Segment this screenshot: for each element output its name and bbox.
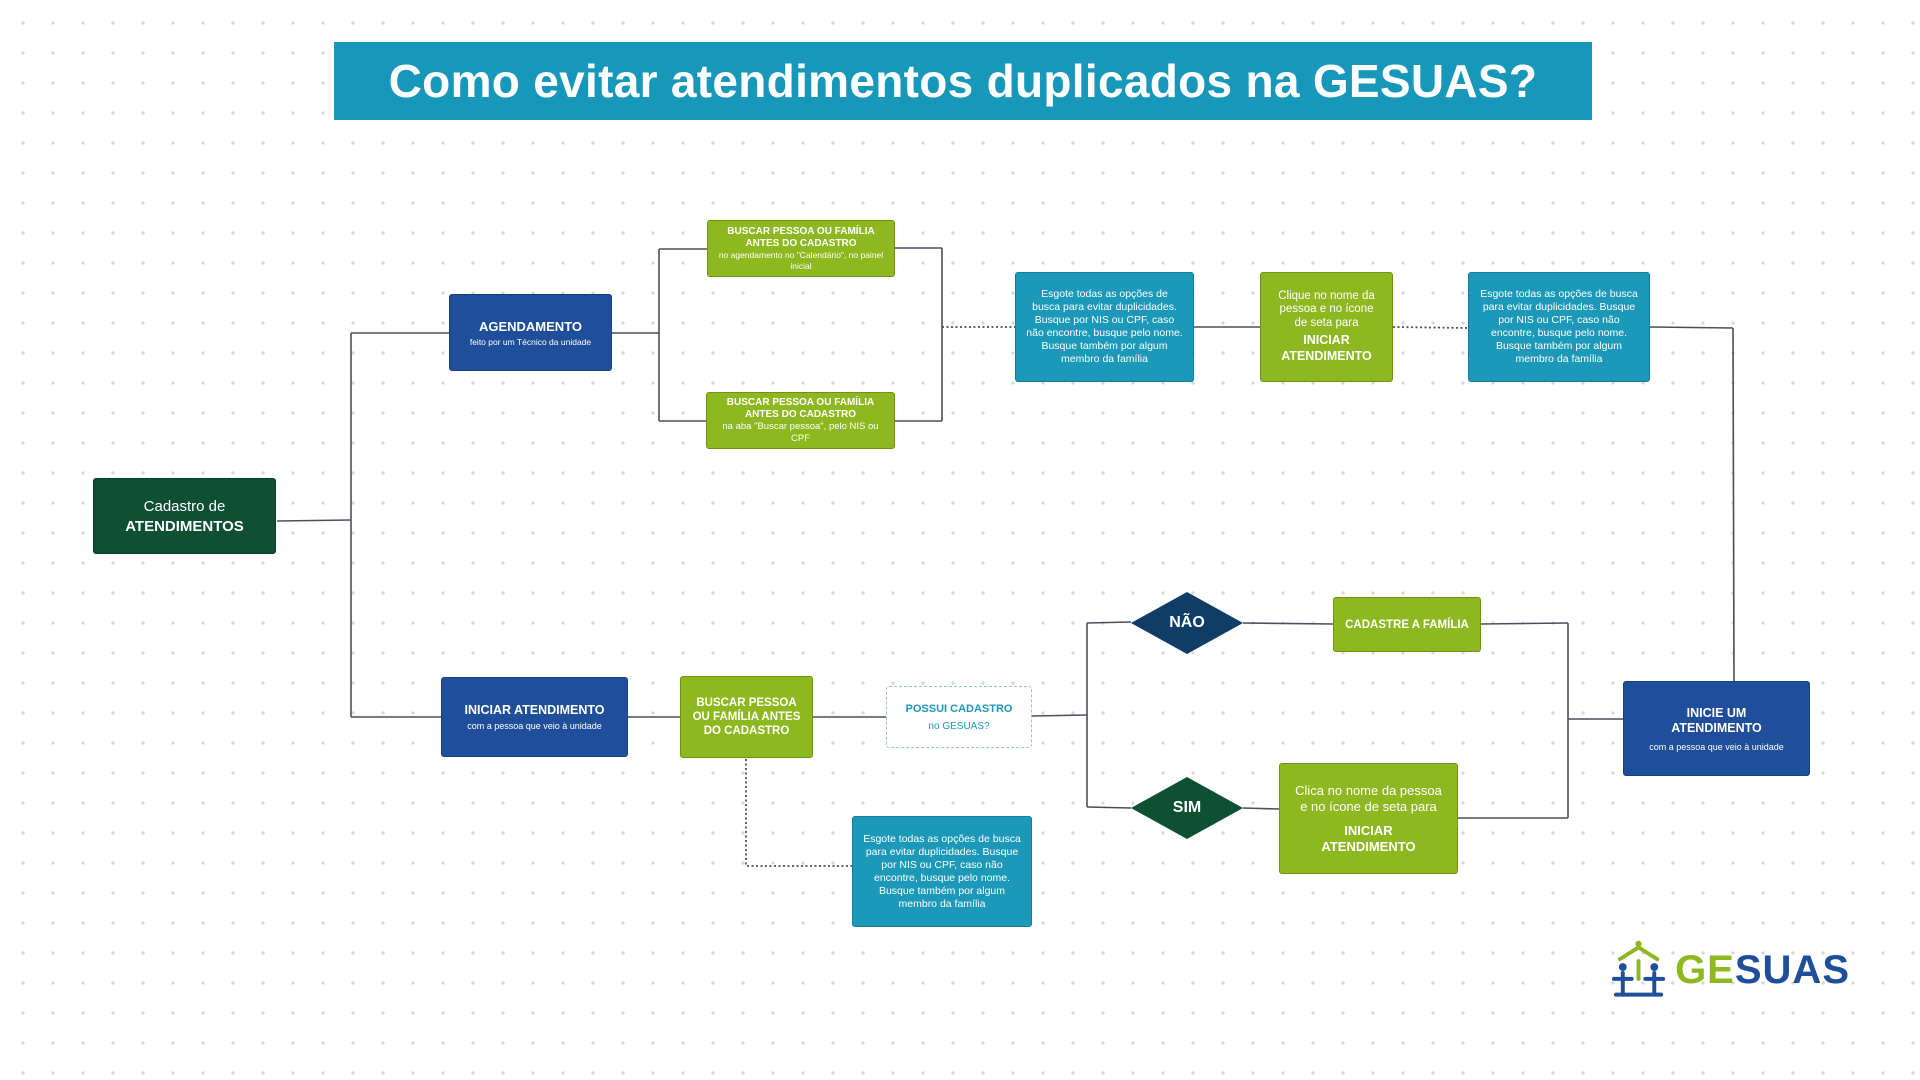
connector-right-vertical	[1732, 327, 1735, 682]
node-esgote-top2: Esgote todas as opções de busca para evi…	[1468, 272, 1650, 382]
buscar-calendario-title: BUSCAR PESSOA OU FAMÍLIA ANTES DO CADAST…	[727, 225, 875, 249]
cadastro-line1: Cadastro de	[143, 497, 226, 515]
node-buscar-aba: BUSCAR PESSOA OU FAMÍLIA ANTES DO CADAST…	[706, 392, 895, 449]
connector-to-sim	[1086, 806, 1132, 809]
node-cadastre-familia: CADASTRE A FAMÍLIA	[1333, 597, 1481, 652]
possui-cadastro-line2: no GESUAS?	[928, 720, 990, 732]
esgote-top2-text: Esgote todas as opções de busca para evi…	[1480, 288, 1638, 365]
decision-sim-label: SIM	[1172, 799, 1202, 816]
gesuas-logo: GESUAS	[1610, 938, 1850, 1002]
possui-cadastro-line1: POSSUI CADASTRO	[905, 702, 1013, 715]
connector-possui-out	[1031, 714, 1088, 717]
node-cadastro-atendimentos: Cadastro de ATENDIMENTOS	[93, 478, 276, 554]
inicie-um-subtitle: com a pessoa que veio à unidade	[1649, 741, 1784, 752]
connector-nao-to-cadastre	[1242, 622, 1334, 625]
connector-esgote-top2-out	[1649, 326, 1734, 329]
title-banner: Como evitar atendimentos duplicados na G…	[334, 42, 1592, 120]
connector-dotted-to-esgote-bottom	[745, 759, 852, 867]
esgote-top1-text: Esgote todas as opções de busca para evi…	[1026, 288, 1183, 365]
connector-cadastro-trunk	[276, 519, 352, 522]
clica-nome-text: Clica no nome da pessoa e no ícone de se…	[1295, 782, 1442, 814]
cadastro-line2: ATENDIMENTOS	[125, 517, 244, 535]
node-buscar-bottom: BUSCAR PESSOA OU FAMÍLIA ANTES DO CADAST…	[680, 676, 813, 758]
node-iniciar-atendimento: INICIAR ATENDIMENTO com a pessoa que vei…	[441, 677, 628, 757]
decision-diamond-sim	[1131, 777, 1243, 839]
connector-cadastre-out	[1480, 622, 1569, 625]
decision-diamond-nao	[1131, 592, 1243, 654]
node-buscar-calendario: BUSCAR PESSOA OU FAMÍLIA ANTES DO CADAST…	[707, 220, 895, 277]
buscar-bottom-title: BUSCAR PESSOA OU FAMÍLIA ANTES DO CADAST…	[692, 697, 801, 737]
clique-nome-text: Clique no nome da pessoa e no ícone de s…	[1278, 289, 1375, 329]
node-clique-nome: Clique no nome da pessoa e no ícone de s…	[1260, 272, 1393, 382]
agendamento-subtitle: feito por um Técnico da unidade	[469, 336, 592, 347]
esgote-bottom-text: Esgote todas as opções de busca para evi…	[863, 832, 1021, 910]
logo-suas: SUAS	[1734, 947, 1850, 992]
buscar-calendario-subtitle: no agendamento no "Calendário", no paine…	[718, 249, 884, 271]
cadastre-familia-title: CADASTRE A FAMÍLIA	[1345, 618, 1469, 631]
connector-dotted-clique-to-esgote-top2	[1392, 326, 1469, 329]
page-title: Como evitar atendimentos duplicados na G…	[388, 55, 1538, 107]
gesuas-logo-text: GESUAS	[1675, 948, 1850, 993]
decision-nao-label: NÃO	[1169, 614, 1205, 631]
clica-nome-bold: INICIAR ATENDIMENTO	[1321, 822, 1416, 854]
node-esgote-top1: Esgote todas as opções de busca para evi…	[1015, 272, 1194, 382]
node-inicie-um-atendimento: INICIE UM ATENDIMENTO com a pessoa que v…	[1623, 681, 1810, 776]
logo-ge: GE	[1675, 947, 1735, 992]
gesuas-people-house-icon	[1611, 940, 1666, 997]
node-clica-nome: Clica no nome da pessoa e no ícone de se…	[1279, 763, 1458, 874]
node-agendamento: AGENDAMENTO feito por um Técnico da unid…	[449, 294, 612, 371]
node-possui-cadastro: POSSUI CADASTRO no GESUAS?	[886, 686, 1032, 748]
clique-nome-bold: INICIAR ATENDIMENTO	[1281, 333, 1372, 364]
agendamento-title: AGENDAMENTO	[478, 318, 583, 334]
inicie-um-title: INICIE UM ATENDIMENTO	[1671, 705, 1762, 735]
buscar-aba-subtitle: na aba "Buscar pessoa", pelo NIS ou CPF	[722, 420, 879, 444]
connector-sim-to-clica	[1242, 807, 1280, 810]
node-esgote-bottom: Esgote todas as opções de busca para evi…	[852, 816, 1032, 927]
iniciar-atendimento-subtitle: com a pessoa que veio à unidade	[467, 721, 602, 731]
buscar-aba-title: BUSCAR PESSOA OU FAMÍLIA ANTES DO CADAST…	[726, 396, 875, 420]
connector-to-nao	[1086, 621, 1132, 624]
iniciar-atendimento-title: INICIAR ATENDIMENTO	[464, 703, 605, 717]
